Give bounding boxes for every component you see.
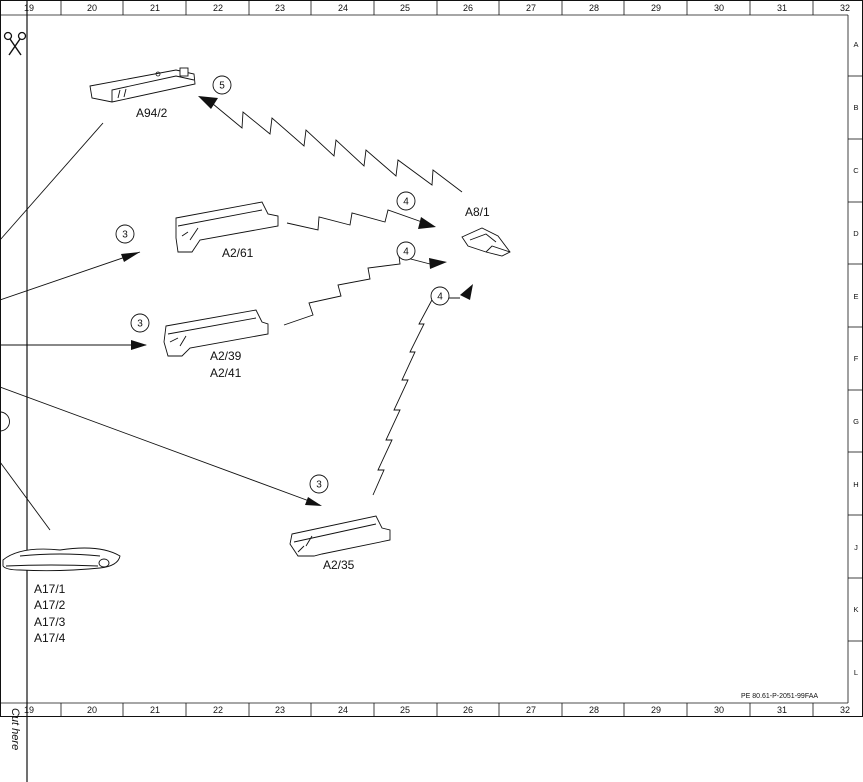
a2-39-component-icon	[163, 309, 269, 357]
row-label: K	[853, 605, 858, 614]
label-a2-39: A2/39	[210, 349, 242, 363]
arrowhead	[460, 284, 473, 300]
signal-badge: 4	[396, 241, 416, 261]
column-label: 19	[24, 705, 34, 715]
label-a2-35: A2/35	[323, 558, 355, 572]
a94-2-component-icon	[89, 67, 196, 103]
signal-badge: 3	[309, 474, 329, 494]
row-label: D	[853, 229, 859, 238]
column-label: 19	[24, 3, 34, 13]
column-label: 23	[275, 705, 285, 715]
a17-door-handle-icon	[2, 547, 121, 572]
label-a17-3: A17/3	[34, 615, 66, 629]
row-label: H	[853, 480, 858, 489]
column-label: 26	[463, 3, 473, 13]
row-label: E	[853, 292, 858, 301]
wireless-link-a2-35-to-a8-1	[372, 297, 460, 496]
a2-35-component-icon	[289, 515, 391, 557]
sheet-border	[0, 0, 863, 717]
scissors-icon	[3, 31, 27, 56]
column-ruler-bottom: 19 20 21 22 23 24 25 26 27 28 29 30 31 32	[24, 703, 850, 716]
column-label: 24	[338, 3, 348, 13]
wireless-link-a8-1-to-a94-2	[212, 103, 463, 193]
wire-to-a94-2	[0, 122, 104, 241]
label-a17-1: A17/1	[34, 582, 66, 596]
wire-to-a17	[0, 461, 51, 531]
signal-badge: 4	[430, 286, 450, 306]
signal-badge: 3	[130, 313, 150, 333]
arrowhead	[305, 497, 322, 506]
label-a94-2: A94/2	[136, 106, 168, 120]
column-ruler-top: 19 20 21 22 23 24 25 26 27 28 29 30 31 32	[24, 0, 850, 15]
label-a17-4: A17/4	[34, 631, 66, 645]
row-ruler-right: A B C D E F G H J K L	[848, 40, 863, 677]
svg-text:4: 4	[403, 247, 409, 258]
column-label: 30	[714, 705, 724, 715]
label-a17-2: A17/2	[34, 598, 66, 612]
row-label: A	[853, 40, 858, 49]
wire-to-a2-35	[0, 386, 321, 506]
arrowhead	[121, 252, 140, 262]
row-label: B	[853, 103, 858, 112]
signal-badge: 5	[212, 75, 232, 95]
arrowhead	[429, 258, 447, 269]
row-label: C	[853, 166, 859, 175]
column-label: 27	[526, 3, 536, 13]
row-label: L	[854, 668, 858, 677]
label-a2-61: A2/61	[222, 246, 254, 260]
row-label: F	[854, 354, 859, 363]
a8-1-component-icon	[461, 227, 511, 257]
column-label: 25	[400, 705, 410, 715]
arrowhead	[198, 96, 218, 109]
svg-text:5: 5	[219, 81, 225, 92]
column-label: 31	[777, 705, 787, 715]
svg-text:4: 4	[437, 292, 443, 303]
column-label: 22	[213, 705, 223, 715]
column-label: 25	[400, 3, 410, 13]
label-a2-41: A2/41	[210, 366, 242, 380]
wireless-link-a2-39-to-a8-1	[283, 255, 431, 326]
signal-badges: 5 4 4 4 3 3 3	[115, 75, 450, 494]
row-label: J	[854, 543, 858, 552]
column-label: 23	[275, 3, 285, 13]
column-label: 32	[840, 705, 850, 715]
signal-badge: 4	[396, 191, 416, 211]
component-labels: A94/2 A8/1 A2/61 A2/39 A2/41 A2/35 A17/1…	[34, 106, 490, 645]
column-label: 32	[840, 3, 850, 13]
column-label: 20	[87, 705, 97, 715]
row-label: G	[853, 417, 859, 426]
svg-text:3: 3	[137, 319, 143, 330]
arrowhead	[418, 217, 436, 229]
a2-61-component-icon	[175, 201, 279, 253]
reference-code: PE 80.61-P-2051-99FAA	[741, 693, 818, 700]
column-label: 21	[150, 705, 160, 715]
offsheet-badge-edge	[0, 411, 10, 432]
svg-text:3: 3	[122, 230, 128, 241]
cut-here-label: Cut here	[9, 708, 21, 750]
svg-text:3: 3	[316, 480, 322, 491]
label-a8-1: A8/1	[465, 205, 490, 219]
column-label: 26	[463, 705, 473, 715]
arrowhead	[131, 340, 147, 350]
wire-to-a2-61	[0, 251, 141, 301]
signal-badge: 3	[115, 224, 135, 244]
column-label: 20	[87, 3, 97, 13]
wireless-link-a2-61-to-a8-1	[286, 209, 423, 231]
column-label: 28	[589, 705, 599, 715]
svg-text:4: 4	[403, 197, 409, 208]
column-label: 22	[213, 3, 223, 13]
column-label: 24	[338, 705, 348, 715]
column-label: 30	[714, 3, 724, 13]
column-label: 28	[589, 3, 599, 13]
column-label: 29	[651, 705, 661, 715]
column-label: 27	[526, 705, 536, 715]
column-label: 29	[651, 3, 661, 13]
column-label: 21	[150, 3, 160, 13]
column-label: 31	[777, 3, 787, 13]
